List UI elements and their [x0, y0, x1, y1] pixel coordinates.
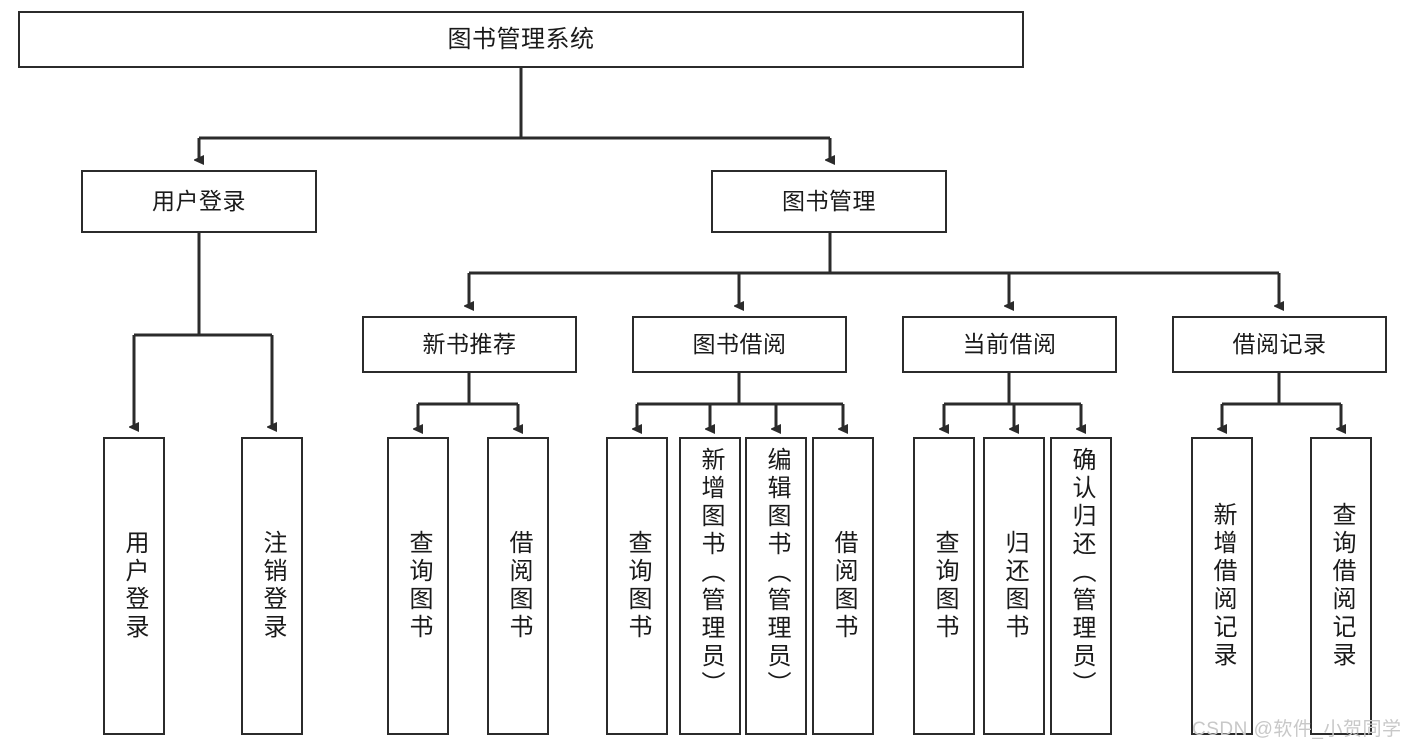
node-nb-borrow-book[interactable]: 借阅图书 — [487, 437, 549, 735]
node-label: 查询图书 — [624, 530, 651, 642]
node-label: 用户登录 — [121, 530, 148, 642]
node-cb-confirm-return[interactable]: 确认归还（管理员） — [1050, 437, 1112, 735]
node-label: 新增图书（管理员） — [697, 447, 724, 699]
node-bb-borrow-book[interactable]: 借阅图书 — [812, 437, 874, 735]
node-label: 借阅图书 — [830, 530, 857, 642]
node-label: 借阅图书 — [505, 530, 532, 642]
node-label: 用户登录 — [152, 188, 246, 215]
watermark-text: CSDN @软件_小贺同学 — [1192, 719, 1402, 740]
node-label: 新增借阅记录 — [1209, 502, 1236, 670]
node-label: 图书管理系统 — [447, 25, 595, 53]
node-book-management[interactable]: 图书管理 — [711, 170, 947, 233]
node-current-borrow[interactable]: 当前借阅 — [902, 316, 1117, 373]
node-bb-query-book[interactable]: 查询图书 — [606, 437, 668, 735]
node-bb-add-book[interactable]: 新增图书（管理员） — [679, 437, 741, 735]
node-label: 查询图书 — [931, 530, 958, 642]
node-label: 编辑图书（管理员） — [763, 447, 790, 699]
node-cb-return-book[interactable]: 归还图书 — [983, 437, 1045, 735]
node-user-login-leaf[interactable]: 用户登录 — [103, 437, 165, 735]
node-label: 借阅记录 — [1232, 331, 1327, 358]
node-book-borrow[interactable]: 图书借阅 — [632, 316, 847, 373]
node-label: 归还图书 — [1001, 530, 1028, 642]
node-br-query-record[interactable]: 查询借阅记录 — [1310, 437, 1372, 735]
node-label: 注销登录 — [259, 530, 286, 642]
node-user-login[interactable]: 用户登录 — [81, 170, 317, 233]
node-label: 确认归还（管理员） — [1068, 447, 1095, 699]
node-label: 当前借阅 — [962, 331, 1057, 358]
node-br-add-record[interactable]: 新增借阅记录 — [1191, 437, 1253, 735]
node-label: 查询借阅记录 — [1328, 502, 1355, 670]
node-new-book-recommend[interactable]: 新书推荐 — [362, 316, 577, 373]
node-cb-query-book[interactable]: 查询图书 — [913, 437, 975, 735]
node-label: 图书管理 — [782, 188, 876, 215]
node-user-logout-leaf[interactable]: 注销登录 — [241, 437, 303, 735]
node-borrow-records[interactable]: 借阅记录 — [1172, 316, 1387, 373]
node-label: 新书推荐 — [422, 331, 517, 358]
node-label: 图书借阅 — [692, 331, 787, 358]
node-bb-edit-book[interactable]: 编辑图书（管理员） — [745, 437, 807, 735]
node-root[interactable]: 图书管理系统 — [18, 11, 1024, 68]
node-nb-query-book[interactable]: 查询图书 — [387, 437, 449, 735]
node-label: 查询图书 — [405, 530, 432, 642]
